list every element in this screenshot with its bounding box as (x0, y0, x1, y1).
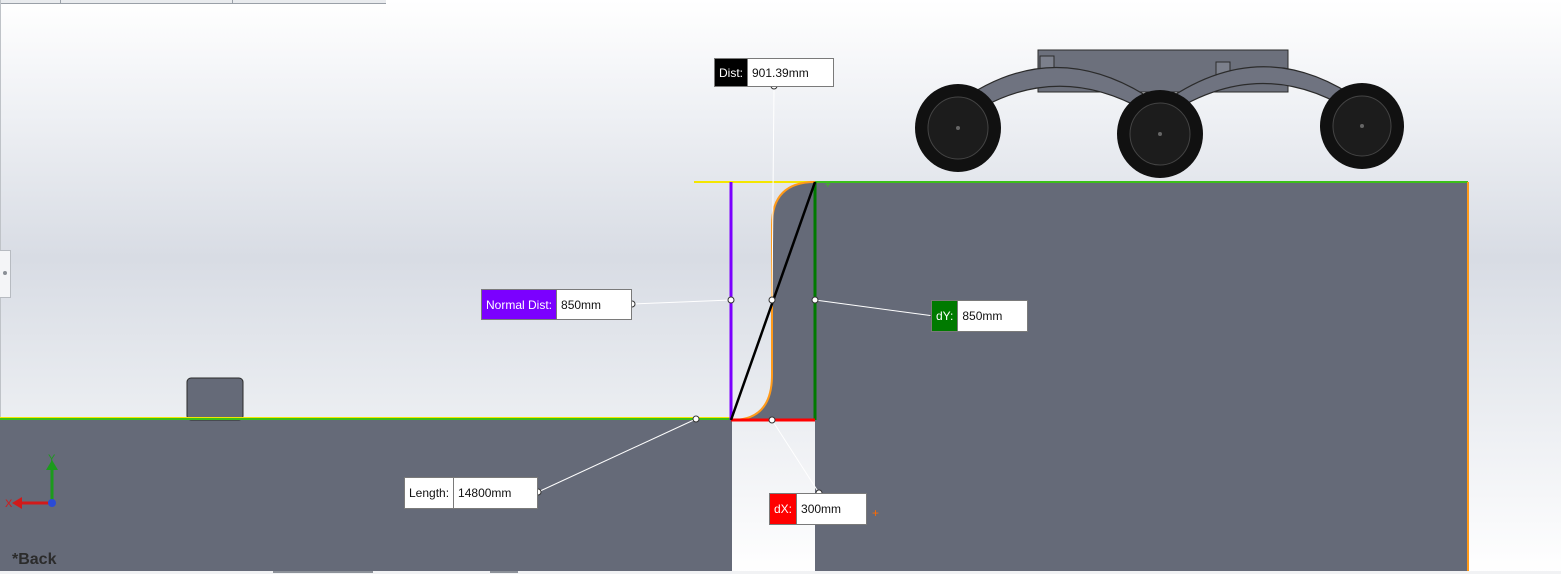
top-tab-strip[interactable] (0, 0, 386, 4)
dist-value: 901.39mm (752, 65, 809, 80)
normal-dist-leader (631, 299, 732, 305)
dx-callout[interactable]: dX: 300mm (769, 493, 867, 525)
dy-leader (814, 299, 935, 317)
dy-callout[interactable]: dY: 850mm (931, 300, 1028, 332)
leader-endpoint (727, 296, 735, 304)
scroll-segment[interactable] (273, 571, 373, 573)
small-block[interactable] (186, 377, 244, 421)
dist-leader (771, 85, 775, 301)
normal-dist-label: Normal Dist: (482, 290, 558, 319)
tab-separator (60, 0, 61, 3)
dist-callout[interactable]: Dist: 901.39mm (714, 58, 834, 87)
x-axis-label: X (5, 498, 13, 510)
y-axis-arrowhead (46, 460, 58, 470)
point-marker-icon: + (825, 180, 831, 191)
length-value: 14800mm (458, 486, 512, 500)
dx-leader (771, 419, 820, 494)
length-leader (537, 418, 697, 493)
view-orientation-name: *Back (12, 551, 57, 568)
panel-collapse-handle[interactable] (0, 250, 11, 298)
dy-value: 850mm (962, 309, 1003, 323)
wheel-middle (1117, 90, 1203, 178)
z-axis-origin (48, 499, 56, 507)
cursor-plus-icon: + (872, 506, 879, 520)
normal-dist-value: 850mm (561, 297, 602, 312)
normal-dist-callout[interactable]: Normal Dist: 850mm (481, 289, 632, 320)
tab-separator (232, 0, 233, 3)
scroll-segment[interactable] (490, 571, 518, 573)
wheel-right (1320, 83, 1404, 169)
dx-value: 300mm (801, 502, 842, 516)
handle-dot-icon (3, 271, 7, 275)
y-axis-label: Y (48, 453, 56, 465)
length-callout[interactable]: Length: 14800mm (404, 477, 538, 509)
leader-endpoint (811, 296, 819, 304)
dx-label: dX: (770, 494, 798, 524)
leader-endpoint (692, 415, 700, 423)
x-axis-arrowhead (12, 497, 22, 509)
left-panel-edge (0, 0, 1, 420)
vehicle-model[interactable] (915, 49, 1404, 178)
lower-floor-face[interactable] (0, 420, 732, 574)
dist-label: Dist: (715, 59, 748, 86)
leader-endpoint (768, 416, 776, 424)
bottom-scroll-strip[interactable] (0, 571, 1561, 574)
wheel-left (915, 84, 1001, 172)
coordinate-triad: Y X (5, 453, 58, 510)
leader-endpoint (768, 296, 776, 304)
length-label: Length: (405, 478, 455, 508)
dy-label: dY: (932, 301, 959, 331)
raised-platform-face[interactable] (815, 182, 1468, 574)
